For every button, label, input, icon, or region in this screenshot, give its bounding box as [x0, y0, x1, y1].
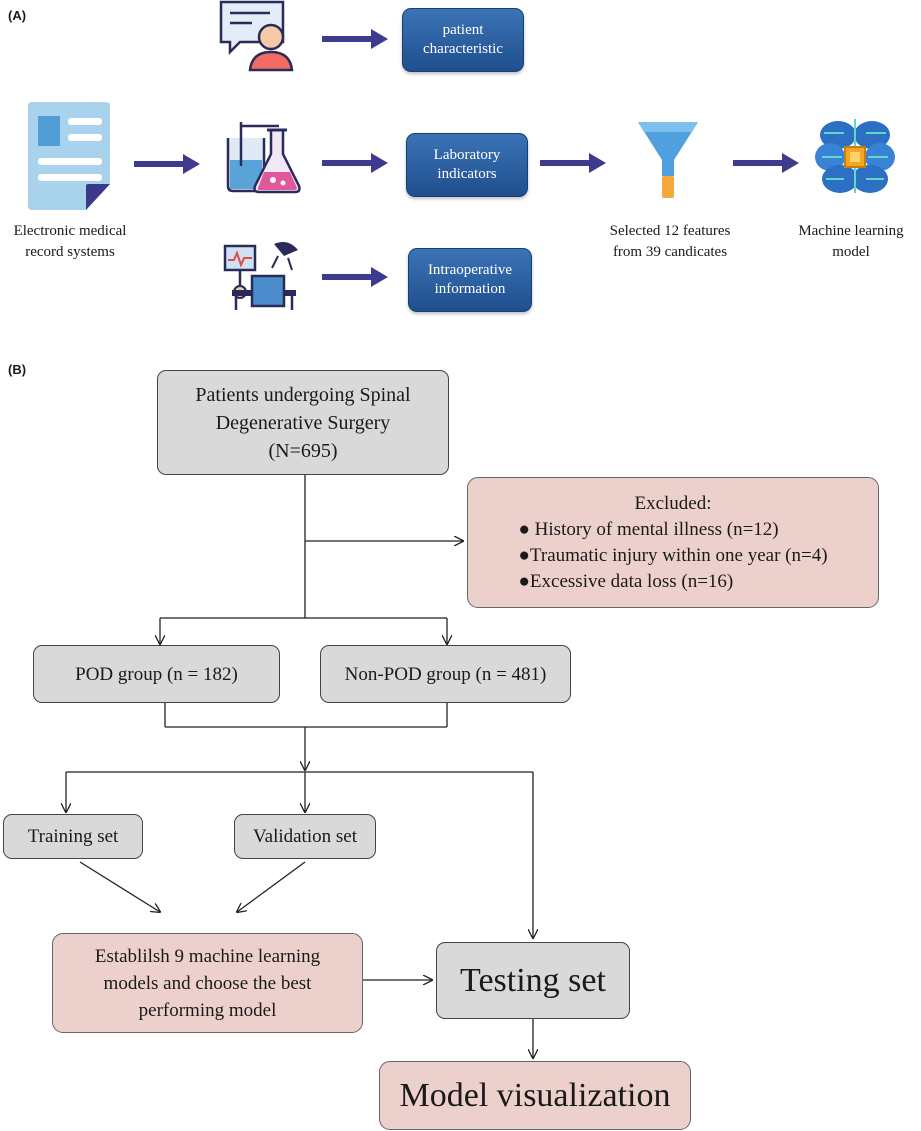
validation-set-label: Validation set — [253, 826, 357, 847]
ai-brain-chip-icon — [815, 119, 895, 193]
feature-caption-line-1: Selected 12 features — [609, 223, 731, 239]
model-caption-line-1: Machine learning — [798, 223, 904, 239]
validation-set-box: Validation set — [234, 814, 376, 859]
non-pod-group-label: Non-POD group (n = 481) — [344, 663, 547, 685]
panel-a-label: (A) — [8, 8, 27, 23]
excluded-item-traumatic-injury: ●Traumatic injury within one year (n=4) — [518, 544, 828, 566]
patient-profile-icon — [219, 0, 294, 72]
model-visualization-box: Model visualization — [379, 1061, 691, 1130]
arrow-intraop-icon-to-box — [322, 267, 388, 287]
panel-a-arrows — [134, 29, 799, 287]
ehr-caption-line-1: Electronic medical — [13, 223, 127, 239]
patient-box-line-1: patient — [442, 22, 484, 38]
establish-models-box: Establilsh 9 machine learning models and… — [52, 933, 363, 1033]
feature-selection-caption: Selected 12 features from 39 candicates — [590, 221, 750, 263]
intraoperative-information-box: Intraoperative information — [408, 248, 532, 312]
laboratory-box-line-2: indicators — [437, 166, 497, 182]
funnel-icon — [638, 122, 698, 198]
patients-line-2: Degenerative Surgery — [215, 411, 391, 434]
arrow-patient-icon-to-box — [322, 29, 388, 49]
arrow-ehr-to-lab — [134, 154, 200, 174]
laboratory-indicators-box: Laboratory indicators — [406, 133, 528, 197]
arrow-validation-to-models — [237, 861, 306, 912]
arrow-training-to-models — [79, 861, 160, 912]
training-set-box: Training set — [3, 814, 143, 859]
arrow-filter-to-model — [733, 153, 799, 173]
patients-count: (N=695) — [268, 439, 338, 462]
patient-characteristic-box: patient characteristic — [402, 8, 524, 72]
patient-box-line-2: characteristic — [423, 41, 503, 57]
panel-b-label: (B) — [8, 362, 27, 377]
establish-line-3: performing model — [138, 999, 277, 1021]
patients-line-1: Patients undergoing Spinal — [195, 383, 411, 406]
excluded-title: Excluded: — [634, 492, 712, 514]
excluded-item-mental-illness: ● History of mental illness (n=12) — [518, 518, 779, 540]
pod-group-label: POD group (n = 182) — [75, 663, 238, 685]
model-caption-line-2: model — [832, 244, 870, 260]
laboratory-box-line-1: Laboratory — [433, 147, 501, 163]
arrow-lab-icon-to-box — [322, 153, 388, 173]
model-visualization-label: Model visualization — [399, 1076, 671, 1114]
non-pod-group-box: Non-POD group (n = 481) — [320, 645, 571, 703]
intraop-box-line-1: Intraoperative — [427, 262, 513, 278]
excluded-box: Excluded: ● History of mental illness (n… — [467, 477, 879, 608]
arrow-lab-box-to-filter — [540, 153, 606, 173]
operating-room-icon — [223, 242, 298, 310]
patients-box: Patients undergoing Spinal Degenerative … — [157, 370, 449, 475]
ml-model-caption: Machine learning model — [786, 221, 916, 263]
testing-set-box: Testing set — [436, 942, 630, 1019]
ehr-caption: Electronic medical record systems — [0, 221, 140, 263]
establish-line-1: Establilsh 9 machine learning — [94, 945, 321, 967]
establish-line-2: models and choose the best — [103, 972, 312, 994]
training-set-label: Training set — [27, 826, 119, 847]
excluded-item-data-loss: ●Excessive data loss (n=16) — [518, 570, 734, 592]
document-icon — [28, 102, 110, 210]
intraop-box-line-2: information — [434, 281, 506, 297]
testing-set-label: Testing set — [460, 961, 606, 999]
ehr-caption-line-2: record systems — [25, 244, 115, 260]
feature-caption-line-2: from 39 candicates — [612, 244, 728, 260]
lab-flask-icon — [226, 122, 301, 194]
pod-group-box: POD group (n = 182) — [33, 645, 280, 703]
